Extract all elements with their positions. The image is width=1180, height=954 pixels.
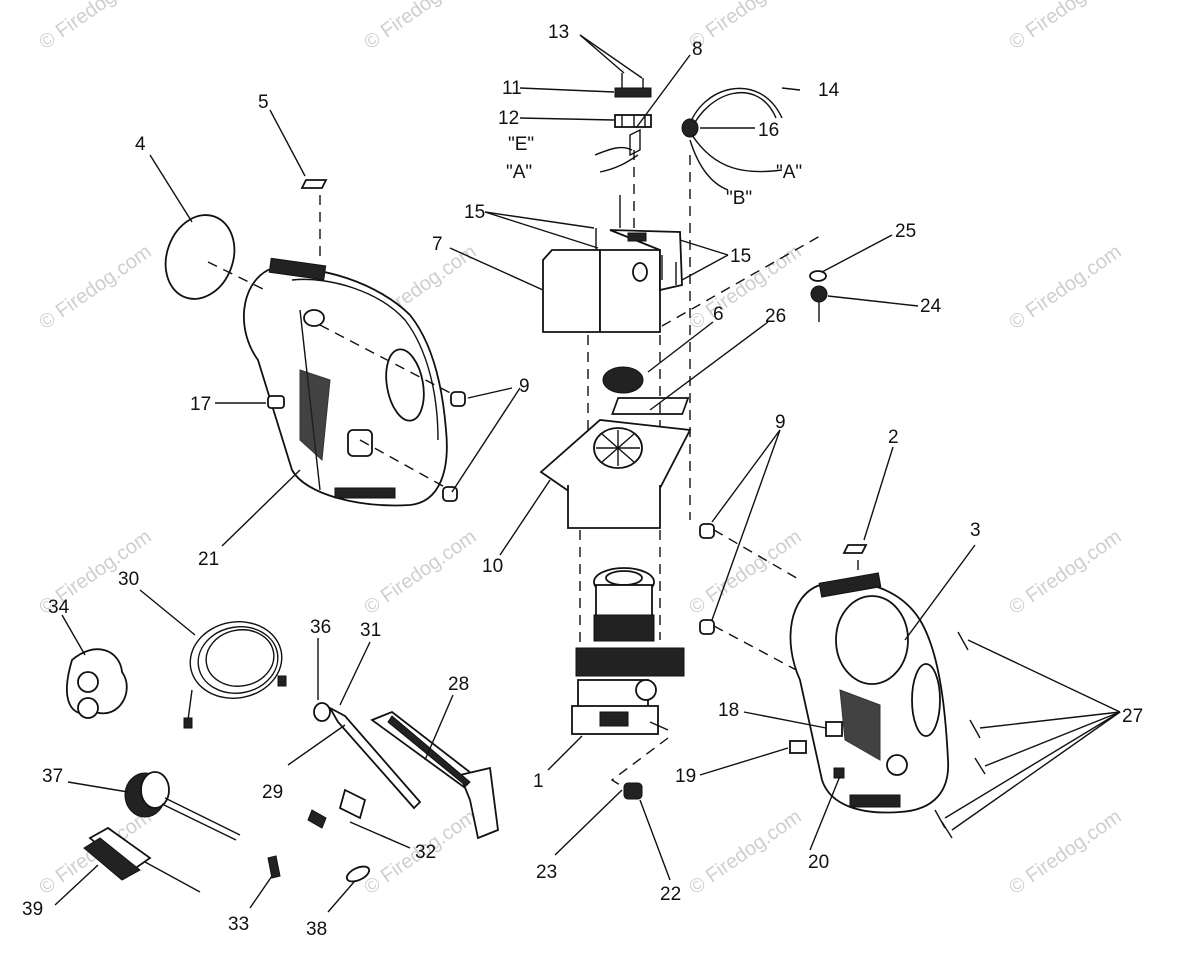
wire-label-A-left: "A"	[506, 162, 532, 183]
callout-11: 11	[502, 78, 522, 99]
callout-23: 23	[536, 862, 557, 883]
part-14-wire	[681, 87, 783, 191]
callout-16: 16	[758, 120, 779, 141]
part-34-caps	[66, 648, 128, 719]
callout-31: 31	[360, 620, 381, 641]
callout-9a: 9	[519, 376, 530, 397]
callout-labels: 1 2 3 4 5 6 7 8 9 9 10 11 12 13 14 15 15…	[22, 22, 1143, 940]
wire-label-B: "B"	[726, 188, 752, 209]
callout-36: 36	[310, 617, 331, 638]
part-9-plug	[442, 486, 458, 502]
part-33-nozzle	[267, 855, 281, 879]
part-24-nut	[810, 285, 828, 303]
watermark: © Firedog.com	[1005, 526, 1125, 619]
part-6-filter	[602, 366, 644, 394]
part-37-brush	[124, 771, 241, 841]
callout-15a: 15	[464, 202, 485, 223]
part-7-switch-box	[542, 195, 683, 333]
callout-27: 27	[1122, 706, 1143, 727]
part-3-right-housing	[789, 572, 949, 814]
callout-38: 38	[306, 919, 327, 940]
part-21-left-housing	[243, 257, 448, 507]
callout-39: 39	[22, 899, 43, 920]
watermark: © Firedog.com	[685, 0, 805, 54]
part-10-fan-housing	[539, 419, 692, 529]
part-9-plug	[450, 391, 466, 407]
part-39-brush	[83, 826, 201, 893]
watermark: © Firedog.com	[35, 0, 155, 54]
callout-29: 29	[262, 782, 283, 803]
part-32-nozzle	[307, 788, 367, 829]
part-38-disc	[345, 865, 371, 883]
callout-4: 4	[135, 134, 146, 155]
callout-8: 8	[692, 39, 703, 60]
callout-6: 6	[713, 304, 724, 325]
watermark: © Firedog.com	[1005, 241, 1125, 334]
callout-22: 22	[660, 884, 681, 905]
part-16-grommet	[681, 118, 699, 138]
watermark: © Firedog.com	[685, 806, 805, 899]
callout-33: 33	[228, 914, 249, 935]
callout-28: 28	[448, 674, 469, 695]
callout-18: 18	[718, 700, 739, 721]
callout-2: 2	[888, 427, 899, 448]
callout-14: 14	[818, 80, 840, 101]
callout-10: 10	[482, 556, 503, 577]
part-17-latch	[267, 395, 285, 409]
callout-13: 13	[548, 22, 569, 43]
part-1-motor	[571, 567, 685, 735]
callout-26: 26	[765, 306, 786, 327]
watermark: © Firedog.com	[1005, 806, 1125, 899]
callout-25: 25	[895, 221, 916, 242]
callout-34: 34	[48, 597, 70, 618]
part-26-gasket	[611, 397, 690, 415]
callout-7: 7	[432, 234, 443, 255]
wire-label-E: "E"	[508, 134, 534, 155]
callout-21: 21	[198, 549, 219, 570]
part-5-label	[300, 179, 328, 189]
part-20-screw	[833, 767, 845, 779]
callout-17: 17	[190, 394, 211, 415]
callout-15b: 15	[730, 246, 751, 267]
callout-24: 24	[920, 296, 942, 317]
part-25-washer	[809, 270, 827, 282]
part-19-sticker	[789, 740, 807, 754]
part-31-wand	[313, 702, 422, 810]
part-12-plate	[614, 114, 652, 128]
callout-5: 5	[258, 92, 269, 113]
callout-19: 19	[675, 766, 696, 787]
wire-label-A-right: "A"	[776, 162, 802, 183]
watermark: © Firedog.com	[360, 526, 480, 619]
part-22-bushing	[623, 782, 643, 800]
part-9-plug	[699, 523, 715, 539]
leader-lines	[54, 34, 1121, 913]
part-2-label	[842, 544, 868, 554]
callout-3: 3	[970, 520, 981, 541]
callout-20: 20	[808, 852, 829, 873]
watermark: © Firedog.com	[360, 0, 480, 54]
part-27-screws	[934, 631, 986, 839]
callout-37: 37	[42, 766, 63, 787]
callout-12: 12	[498, 108, 519, 129]
part-11-plate	[614, 87, 652, 98]
callout-32: 32	[415, 842, 436, 863]
part-18-sticker	[825, 721, 843, 737]
part-36-oring	[313, 702, 331, 722]
part-4-lens	[164, 214, 236, 300]
part-30-hose	[183, 621, 287, 729]
watermark: © Firedog.com	[35, 241, 155, 334]
callout-30: 30	[118, 569, 139, 590]
part-9-plug	[699, 619, 715, 635]
watermark: © Firedog.com	[1005, 0, 1125, 54]
watermark: © Firedog.com	[685, 526, 805, 619]
callout-1: 1	[533, 771, 544, 792]
callout-9b: 9	[775, 412, 786, 433]
switch-bracket	[594, 73, 652, 173]
